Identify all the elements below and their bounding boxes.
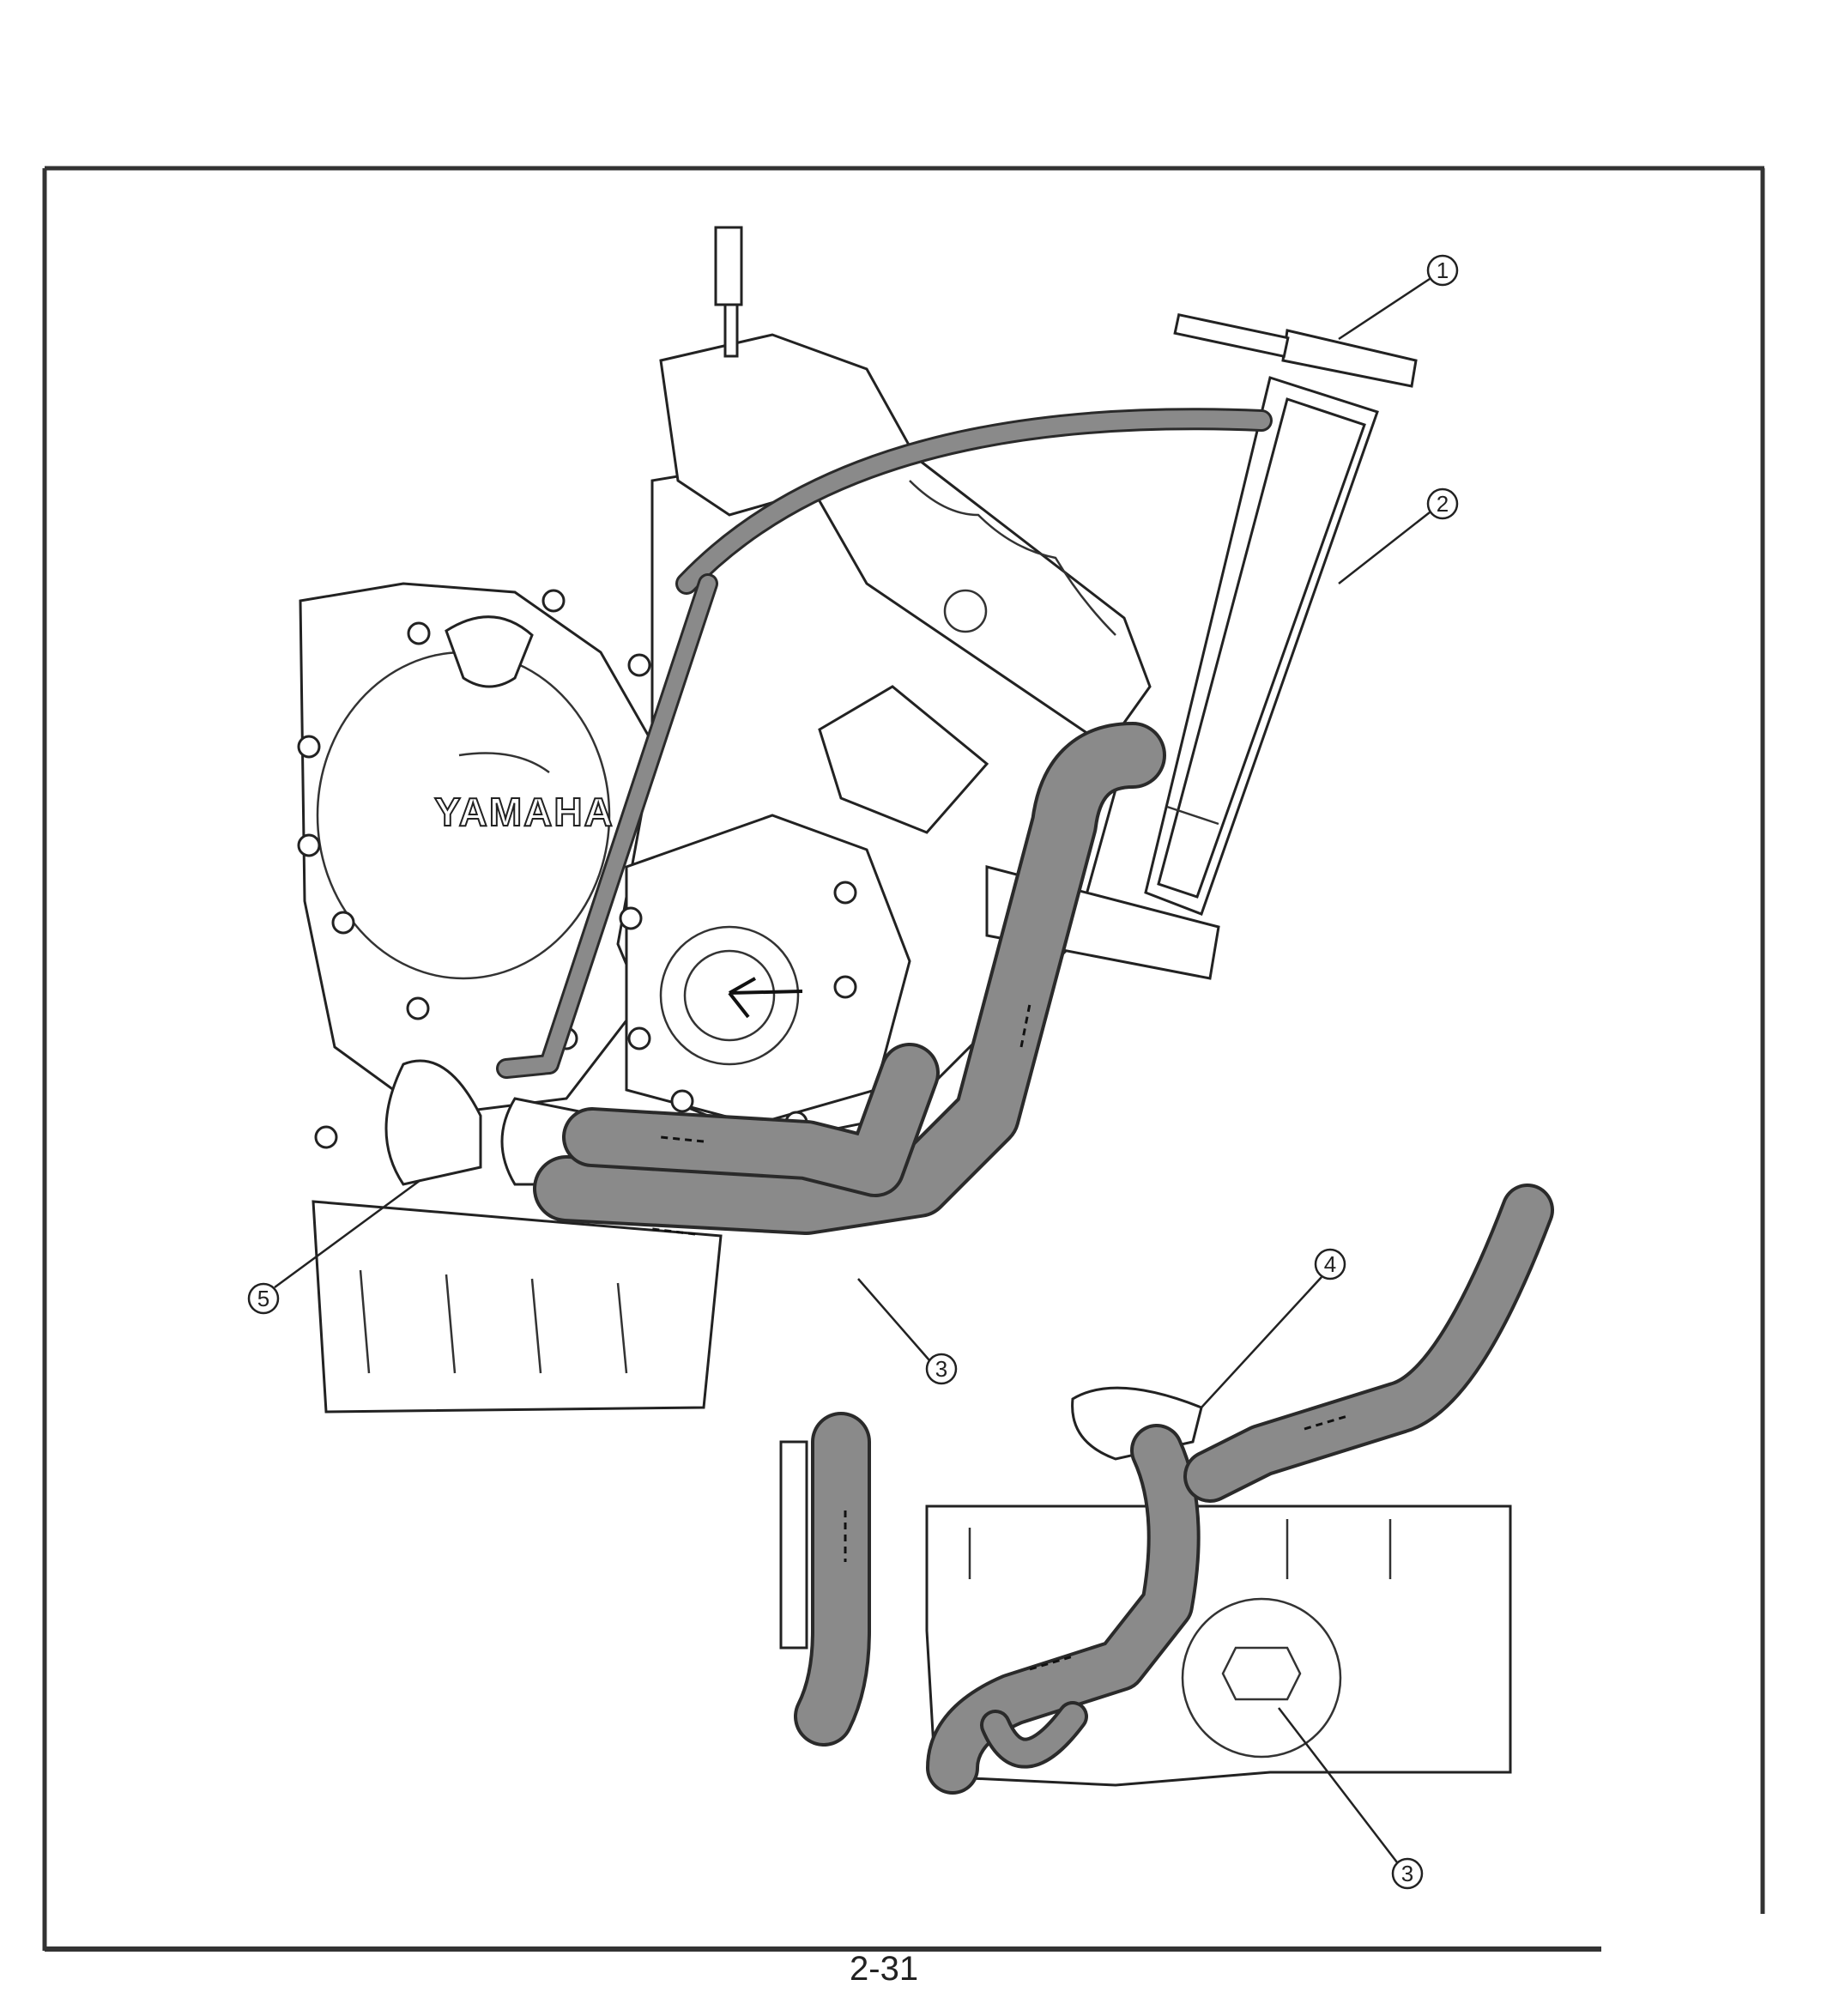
callout-1: 1 bbox=[1338, 254, 1459, 341]
page-number: 2-31 bbox=[850, 1950, 919, 1988]
coolant-hoses-main bbox=[496, 408, 1273, 1236]
engine-side-view: YAMAHA bbox=[297, 226, 1418, 1414]
callout-2: 2 bbox=[1338, 487, 1459, 584]
callout-4: 4 bbox=[1201, 1248, 1346, 1408]
callout-3a: 3 bbox=[857, 1278, 958, 1385]
svg-text:3: 3 bbox=[1401, 1861, 1413, 1886]
svg-text:1: 1 bbox=[1437, 257, 1449, 283]
svg-text:3: 3 bbox=[935, 1356, 947, 1382]
engine-brand-logo: YAMAHA bbox=[434, 790, 614, 834]
svg-text:5: 5 bbox=[257, 1286, 269, 1311]
cover-bolts bbox=[297, 589, 913, 1149]
svg-text:2: 2 bbox=[1437, 491, 1449, 517]
svg-text:4: 4 bbox=[1324, 1251, 1336, 1277]
lower-crankcase-detail bbox=[779, 1184, 1554, 1795]
page-frame bbox=[42, 166, 1765, 1952]
callout-3b: 3 bbox=[1278, 1707, 1424, 1890]
callout-5: 5 bbox=[247, 1178, 421, 1315]
